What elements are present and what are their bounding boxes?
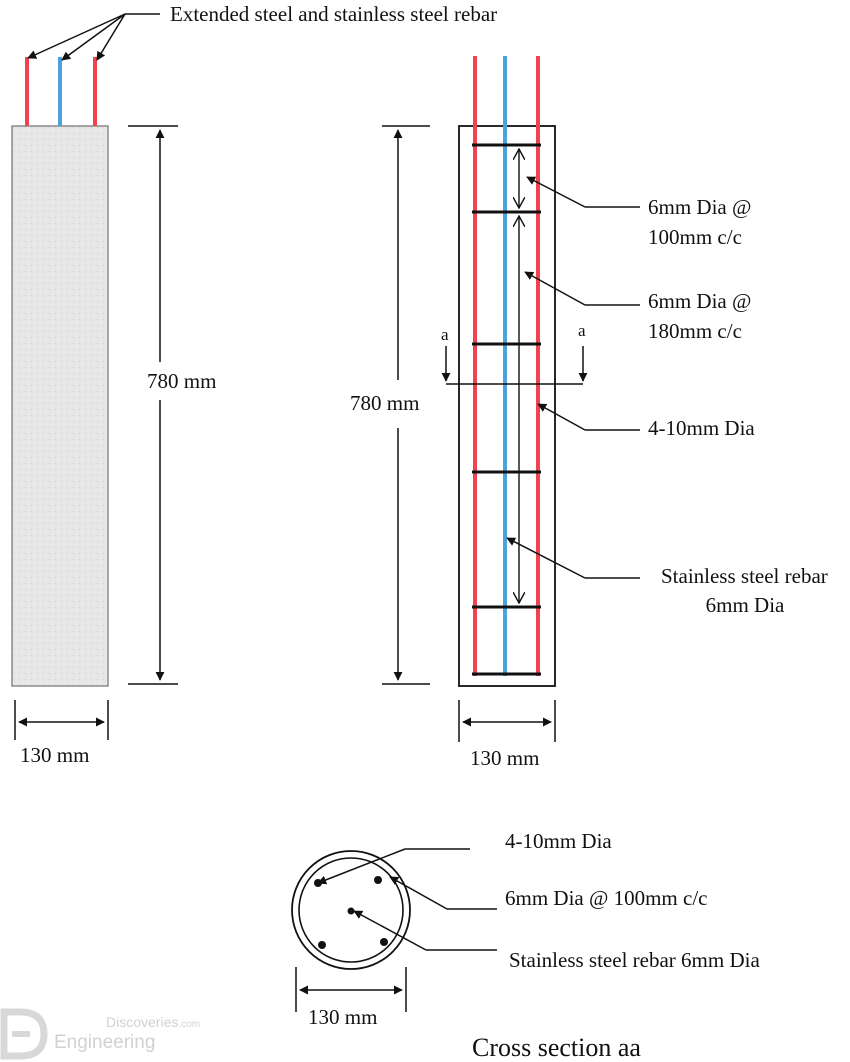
section-outer-circle — [291, 850, 411, 970]
stainless-label: Stainless steel rebar 6mm Dia — [661, 564, 833, 617]
cs-title: Cross section aa — [472, 1033, 641, 1062]
stainless-label-line2: 6mm Dia — [706, 593, 785, 617]
cross-section — [291, 850, 411, 970]
leader-main-bars — [537, 403, 640, 431]
right-width-dimension — [458, 700, 556, 742]
left-height-label: 780 mm — [147, 369, 216, 393]
cs-stainless-label: Stainless steel rebar 6mm Dia — [509, 948, 760, 972]
cs-stirrup-label: 6mm Dia @ 100mm c/c — [505, 886, 707, 910]
stainless-label-line1: Stainless steel rebar — [661, 564, 828, 588]
leader-stirrup-180 — [524, 271, 640, 306]
section-mark-right: a — [578, 321, 586, 340]
watermark-brand-bottom: Engineering — [54, 1032, 155, 1053]
stirrup-180-label-line1: 6mm Dia @ — [648, 289, 751, 313]
section-bar — [380, 938, 388, 946]
extended-rebar-label: Extended steel and stainless steel rebar — [170, 2, 497, 26]
leader-cs-stirrup — [389, 876, 497, 910]
right-column — [458, 56, 556, 687]
section-stainless-bar — [347, 907, 355, 915]
left-column — [11, 57, 109, 687]
left-height-dimension — [128, 125, 178, 685]
right-height-dimension — [382, 125, 430, 685]
leader-stainless — [506, 537, 640, 579]
stirrups — [472, 143, 541, 676]
watermark-brand-top: Discoveries.com — [106, 1014, 200, 1030]
section-bar — [374, 876, 382, 884]
watermark-brand-name: Discoveries — [106, 1014, 178, 1030]
right-height-label: 780 mm — [350, 391, 419, 415]
watermark: Discoveries.com Engineering — [0, 1008, 200, 1060]
leader-stirrup-100 — [526, 176, 640, 208]
right-width-label: 130 mm — [470, 746, 539, 770]
extended-rebar-leader — [27, 13, 160, 61]
concrete-column-body — [11, 125, 109, 687]
cs-main-bars-label: 4-10mm Dia — [505, 829, 612, 853]
ed-logo-icon — [0, 1008, 48, 1060]
main-bars-label: 4-10mm Dia — [648, 416, 755, 440]
leader-cs-main-bars — [317, 848, 470, 885]
section-bar — [318, 941, 326, 949]
watermark-brand-suffix: .com — [178, 1019, 200, 1030]
left-width-label: 130 mm — [20, 743, 89, 767]
stirrup-100-label-line1: 6mm Dia @ — [648, 195, 751, 219]
stirrup-180-label: 6mm Dia @ 180mm c/c — [648, 289, 757, 343]
stirrup-180-label-line2: 180mm c/c — [648, 319, 742, 343]
left-width-dimension — [14, 700, 109, 740]
cs-width-label: 130 mm — [308, 1005, 377, 1029]
cs-width-dimension — [295, 967, 407, 1012]
stirrup-100-label: 6mm Dia @ 100mm c/c — [648, 195, 757, 249]
section-stirrup-circle — [298, 857, 404, 963]
leader-cs-stainless — [353, 910, 497, 951]
section-mark-left: a — [441, 325, 449, 344]
section-cut-line — [441, 346, 588, 385]
stirrup-100-label-line2: 100mm c/c — [648, 225, 742, 249]
